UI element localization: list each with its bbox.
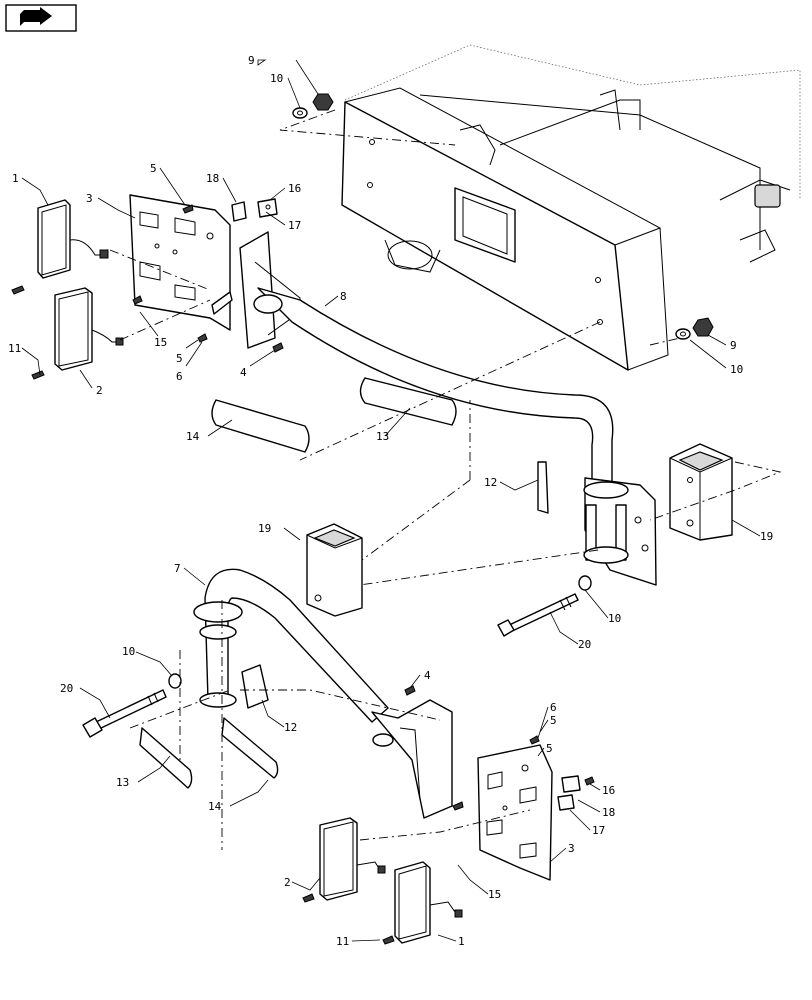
callout-19: 19 — [760, 530, 773, 543]
lamp-1-upper — [37, 199, 109, 279]
callout-20: 20 — [578, 638, 591, 651]
callout-13: 13 — [116, 776, 129, 789]
callout-11: 11 — [8, 342, 21, 355]
bracket-3-lower — [477, 744, 553, 881]
clip-18-16-17-upper — [231, 198, 278, 222]
callout-7: 7 — [174, 562, 181, 575]
sleeve-14-lower — [221, 717, 279, 779]
bolt-20-right — [497, 593, 579, 637]
washer-10-lower — [675, 328, 691, 340]
callout-14: 14 — [186, 430, 200, 443]
assembly-centerlines — [109, 109, 782, 850]
callout-10: 10 — [608, 612, 621, 625]
nut-9-lower — [692, 317, 714, 337]
callout-17: 17 — [288, 219, 301, 232]
callout-2: 2 — [96, 384, 103, 397]
next-page-arrow-icon — [20, 7, 52, 26]
sleeve-14-upper — [211, 399, 310, 453]
callout-labels: 9 10 5 18 16 17 1 3 8 15 5 6 4 11 2 9 10… — [8, 54, 773, 948]
callout-3: 3 — [568, 842, 575, 855]
mounting-arm-7 — [193, 568, 453, 819]
callout-6: 6 — [550, 701, 557, 714]
washer-10-upper — [292, 107, 308, 119]
callout-12: 12 — [284, 721, 297, 734]
callout-2: 2 — [284, 876, 291, 889]
nut-9-upper — [312, 93, 334, 111]
lamp-1-lower — [394, 861, 463, 944]
callout-3: 3 — [86, 192, 93, 205]
callout-4: 4 — [240, 366, 247, 379]
callout-6: 6 — [176, 370, 183, 383]
lamp-2-lower — [319, 817, 386, 901]
washer-10-right — [578, 575, 592, 591]
sleeve-13-upper — [359, 377, 457, 426]
callout-13: 13 — [376, 430, 389, 443]
callout-9: 9 — [730, 339, 737, 352]
callout-5: 5 — [546, 742, 553, 755]
bolt-20-left — [82, 689, 167, 738]
clip-16-18-17-lower — [557, 775, 581, 811]
callout-4: 4 — [424, 669, 431, 682]
callout-1: 1 — [12, 172, 19, 185]
bracket-3-upper — [129, 194, 233, 331]
callout-12: 12 — [484, 476, 497, 489]
lamp-2-upper — [54, 287, 124, 371]
washer-10-left — [168, 673, 182, 689]
spacer-12-lower — [241, 664, 269, 709]
callout-5: 5 — [176, 352, 183, 365]
callout-10: 10 — [730, 363, 743, 376]
callout-10: 10 — [122, 645, 135, 658]
sleeve-13-lower — [139, 727, 193, 789]
callout-15: 15 — [488, 888, 501, 901]
callout-18: 18 — [206, 172, 219, 185]
callout-5: 5 — [150, 162, 157, 175]
callout-5: 5 — [550, 714, 557, 727]
callout-19: 19 — [258, 522, 271, 535]
screws — [11, 204, 595, 945]
spacer-12-upper — [537, 461, 549, 514]
cover-19-right — [669, 443, 733, 541]
callout-1: 1 — [458, 935, 465, 948]
cover-19-left — [306, 523, 363, 617]
tractor-frame — [341, 44, 801, 371]
callout-9: 9 — [248, 54, 255, 67]
callout-leaders — [21, 59, 761, 942]
callout-8: 8 — [340, 290, 347, 303]
callout-11: 11 — [336, 935, 349, 948]
callout-18: 18 — [602, 806, 615, 819]
callout-16: 16 — [602, 784, 615, 797]
callout-17: 17 — [592, 824, 605, 837]
next-page-button[interactable] — [5, 4, 77, 32]
mounting-arm-8 — [239, 231, 657, 586]
callout-15: 15 — [154, 336, 167, 349]
callout-20: 20 — [60, 682, 73, 695]
callout-10: 10 — [270, 72, 283, 85]
callout-14: 14 — [208, 800, 222, 813]
callout-16: 16 — [288, 182, 301, 195]
